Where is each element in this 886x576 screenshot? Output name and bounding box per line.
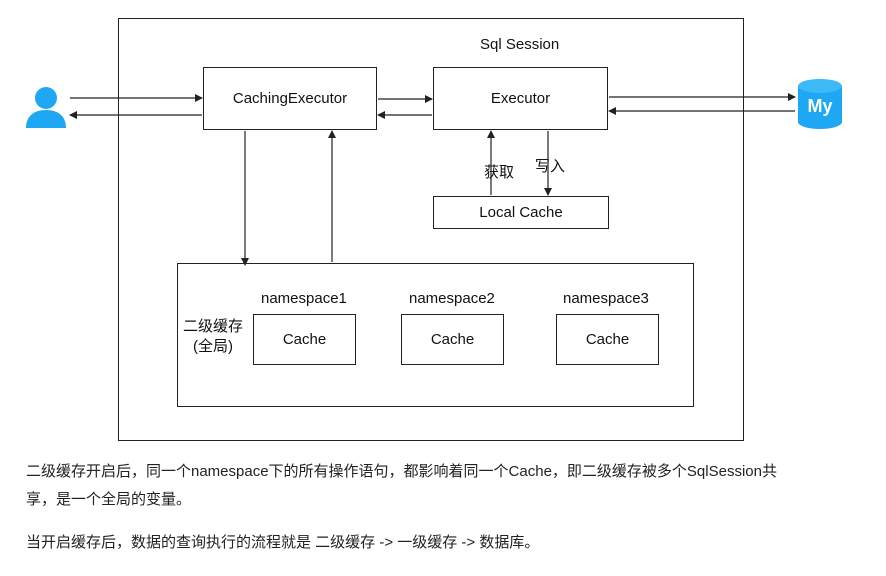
- namespace1-label: namespace1: [261, 290, 347, 307]
- caching-executor-box: CachingExecutor: [203, 67, 377, 130]
- mysql-database-icon: My: [798, 79, 842, 129]
- namespace2-cache-box: Cache: [401, 314, 504, 365]
- executor-label: Executor: [490, 90, 551, 107]
- write-label: 写入: [535, 158, 566, 175]
- namespace3-cache-label: Cache: [585, 331, 630, 348]
- user-icon: [26, 87, 66, 128]
- executor-box: Executor: [433, 67, 608, 130]
- description-paragraph-2: 当开启缓存后，数据的查询执行的流程就是 二级缓存 -> 一级缓存 -> 数据库。: [26, 534, 540, 551]
- second-level-label-line1: 二级缓存: [183, 318, 244, 335]
- svg-text:My: My: [807, 96, 832, 116]
- namespace2-label: namespace2: [409, 290, 495, 307]
- local-cache-box: Local Cache: [433, 196, 609, 229]
- second-level-label: 二级缓存 (全局): [183, 317, 243, 357]
- description-paragraph-1: 二级缓存开启后，同一个namespace下的所有操作语句，都影响着同一个Cach…: [26, 458, 777, 514]
- second-level-label-line2: (全局): [193, 338, 233, 355]
- namespace3-label: namespace3: [563, 290, 649, 307]
- local-cache-label: Local Cache: [479, 204, 563, 221]
- sql-session-title: Sql Session: [480, 36, 560, 53]
- namespace1-cache-box: Cache: [253, 314, 356, 365]
- description-line-1: 二级缓存开启后，同一个namespace下的所有操作语句，都影响着同一个Cach…: [26, 463, 777, 480]
- namespace3-cache-box: Cache: [556, 314, 659, 365]
- namespace2-cache-label: Cache: [430, 331, 475, 348]
- caching-executor-label: CachingExecutor: [232, 90, 348, 107]
- description-line-2: 享，是一个全局的变量。: [26, 491, 192, 508]
- namespace1-cache-label: Cache: [282, 331, 327, 348]
